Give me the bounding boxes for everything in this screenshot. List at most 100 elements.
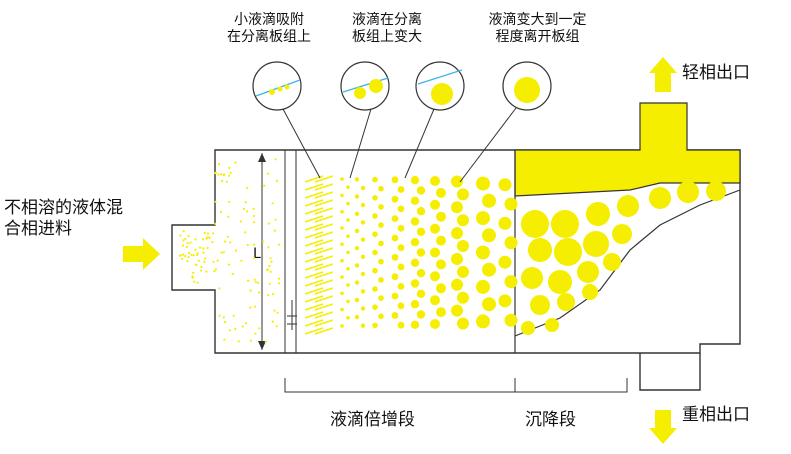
fine-droplet	[252, 221, 255, 224]
growing-droplet	[340, 177, 344, 181]
growing-droplet	[340, 193, 344, 198]
plate-line	[314, 207, 334, 215]
fine-droplet	[220, 210, 223, 214]
fine-droplet	[223, 173, 226, 176]
fine-droplet	[254, 305, 257, 308]
phase-interface	[514, 189, 741, 337]
fine-droplet	[263, 184, 266, 187]
growing-droplet	[340, 226, 344, 230]
growing-droplet	[378, 204, 384, 210]
fine-droplet	[266, 268, 269, 271]
fine-droplet	[246, 244, 249, 247]
fine-droplet	[261, 240, 265, 243]
fine-droplet	[229, 241, 232, 244]
section-bracket	[284, 378, 628, 393]
fine-droplet	[201, 238, 205, 241]
settling-droplet	[677, 181, 699, 203]
fine-droplet	[187, 252, 191, 255]
fine-droplet	[242, 207, 245, 210]
fine-droplet	[240, 259, 243, 262]
fine-droplet	[203, 231, 206, 234]
fine-droplet	[202, 251, 205, 254]
fine-droplet	[204, 257, 207, 260]
fine-droplet	[268, 264, 271, 268]
fine-droplet	[208, 236, 211, 239]
growing-droplet	[397, 321, 405, 329]
zoom-circle-2	[340, 61, 390, 111]
fine-droplet	[258, 327, 261, 330]
zoom-droplet-2b	[369, 79, 383, 93]
growing-droplet	[410, 258, 420, 267]
plate-line	[304, 255, 324, 263]
fine-droplets	[178, 158, 281, 344]
plate-line	[314, 215, 334, 223]
plate-line	[314, 183, 334, 191]
growing-droplet	[476, 279, 490, 294]
fine-droplet	[184, 255, 187, 258]
fine-droplet	[214, 222, 217, 225]
fine-droplet	[249, 289, 252, 292]
fine-droplet	[254, 332, 257, 335]
fine-droplet	[222, 251, 225, 254]
plate-line	[314, 303, 334, 311]
growing-droplet	[360, 306, 366, 311]
plate-line	[314, 263, 334, 271]
fine-droplet	[186, 242, 189, 245]
fine-droplet	[268, 282, 271, 285]
caption-droplet-grow: 液滴在分离 板组上变大	[337, 12, 437, 46]
plate-line	[304, 271, 324, 279]
growing-droplet	[410, 300, 420, 309]
growing-droplet	[372, 195, 378, 201]
growing-droplet	[340, 307, 344, 312]
dim-L-arrow-bottom	[258, 341, 266, 350]
fine-droplet	[228, 174, 231, 177]
growing-droplet	[430, 176, 440, 186]
fine-droplet	[227, 215, 230, 218]
plate-line	[304, 247, 324, 255]
zoom-droplet-3	[431, 83, 453, 105]
caption-small-droplet-line1: 小液滴吸附	[234, 12, 304, 28]
growing-droplet	[391, 176, 399, 184]
settling-droplet	[528, 238, 552, 262]
growing-droplet	[397, 302, 405, 310]
growing-droplet	[410, 279, 420, 288]
fine-droplet	[275, 179, 279, 182]
growing-droplet	[436, 259, 446, 270]
fine-droplet	[277, 277, 281, 280]
fine-droplet	[237, 340, 240, 343]
vessel-body	[171, 149, 741, 354]
growing-droplet	[430, 319, 440, 329]
plate-line	[304, 263, 324, 271]
growing-droplet	[354, 297, 360, 303]
fine-droplet	[252, 207, 255, 210]
fine-droplet	[203, 260, 206, 263]
fine-droplet	[206, 236, 209, 239]
fine-droplet	[271, 293, 275, 296]
settling-droplet	[617, 195, 639, 217]
caption-droplet-grow-line1: 液滴在分离	[352, 12, 422, 28]
fine-droplet	[200, 265, 203, 269]
growing-droplet	[372, 304, 378, 311]
growing-droplet	[378, 277, 384, 283]
fine-droplet	[246, 186, 249, 190]
fine-droplet	[273, 309, 276, 312]
growing-droplet	[340, 324, 344, 328]
fine-droplet	[224, 240, 227, 243]
fine-droplet	[221, 179, 224, 182]
growing-droplet	[451, 278, 463, 291]
plate-line	[314, 231, 334, 239]
growing-droplet	[391, 292, 399, 300]
plate-line	[314, 199, 334, 207]
growing-droplet	[372, 231, 378, 238]
settling-droplet	[521, 210, 549, 238]
growing-droplet	[410, 320, 420, 329]
fine-droplet	[223, 321, 227, 324]
plate-line	[314, 239, 334, 247]
growing-droplet	[391, 215, 399, 223]
fine-droplet	[181, 257, 184, 260]
zoom-circle-1	[252, 61, 302, 111]
growing-droplets	[340, 175, 518, 330]
growing-droplet	[354, 211, 360, 216]
fine-droplet	[178, 254, 182, 257]
growing-droplet	[360, 237, 366, 242]
